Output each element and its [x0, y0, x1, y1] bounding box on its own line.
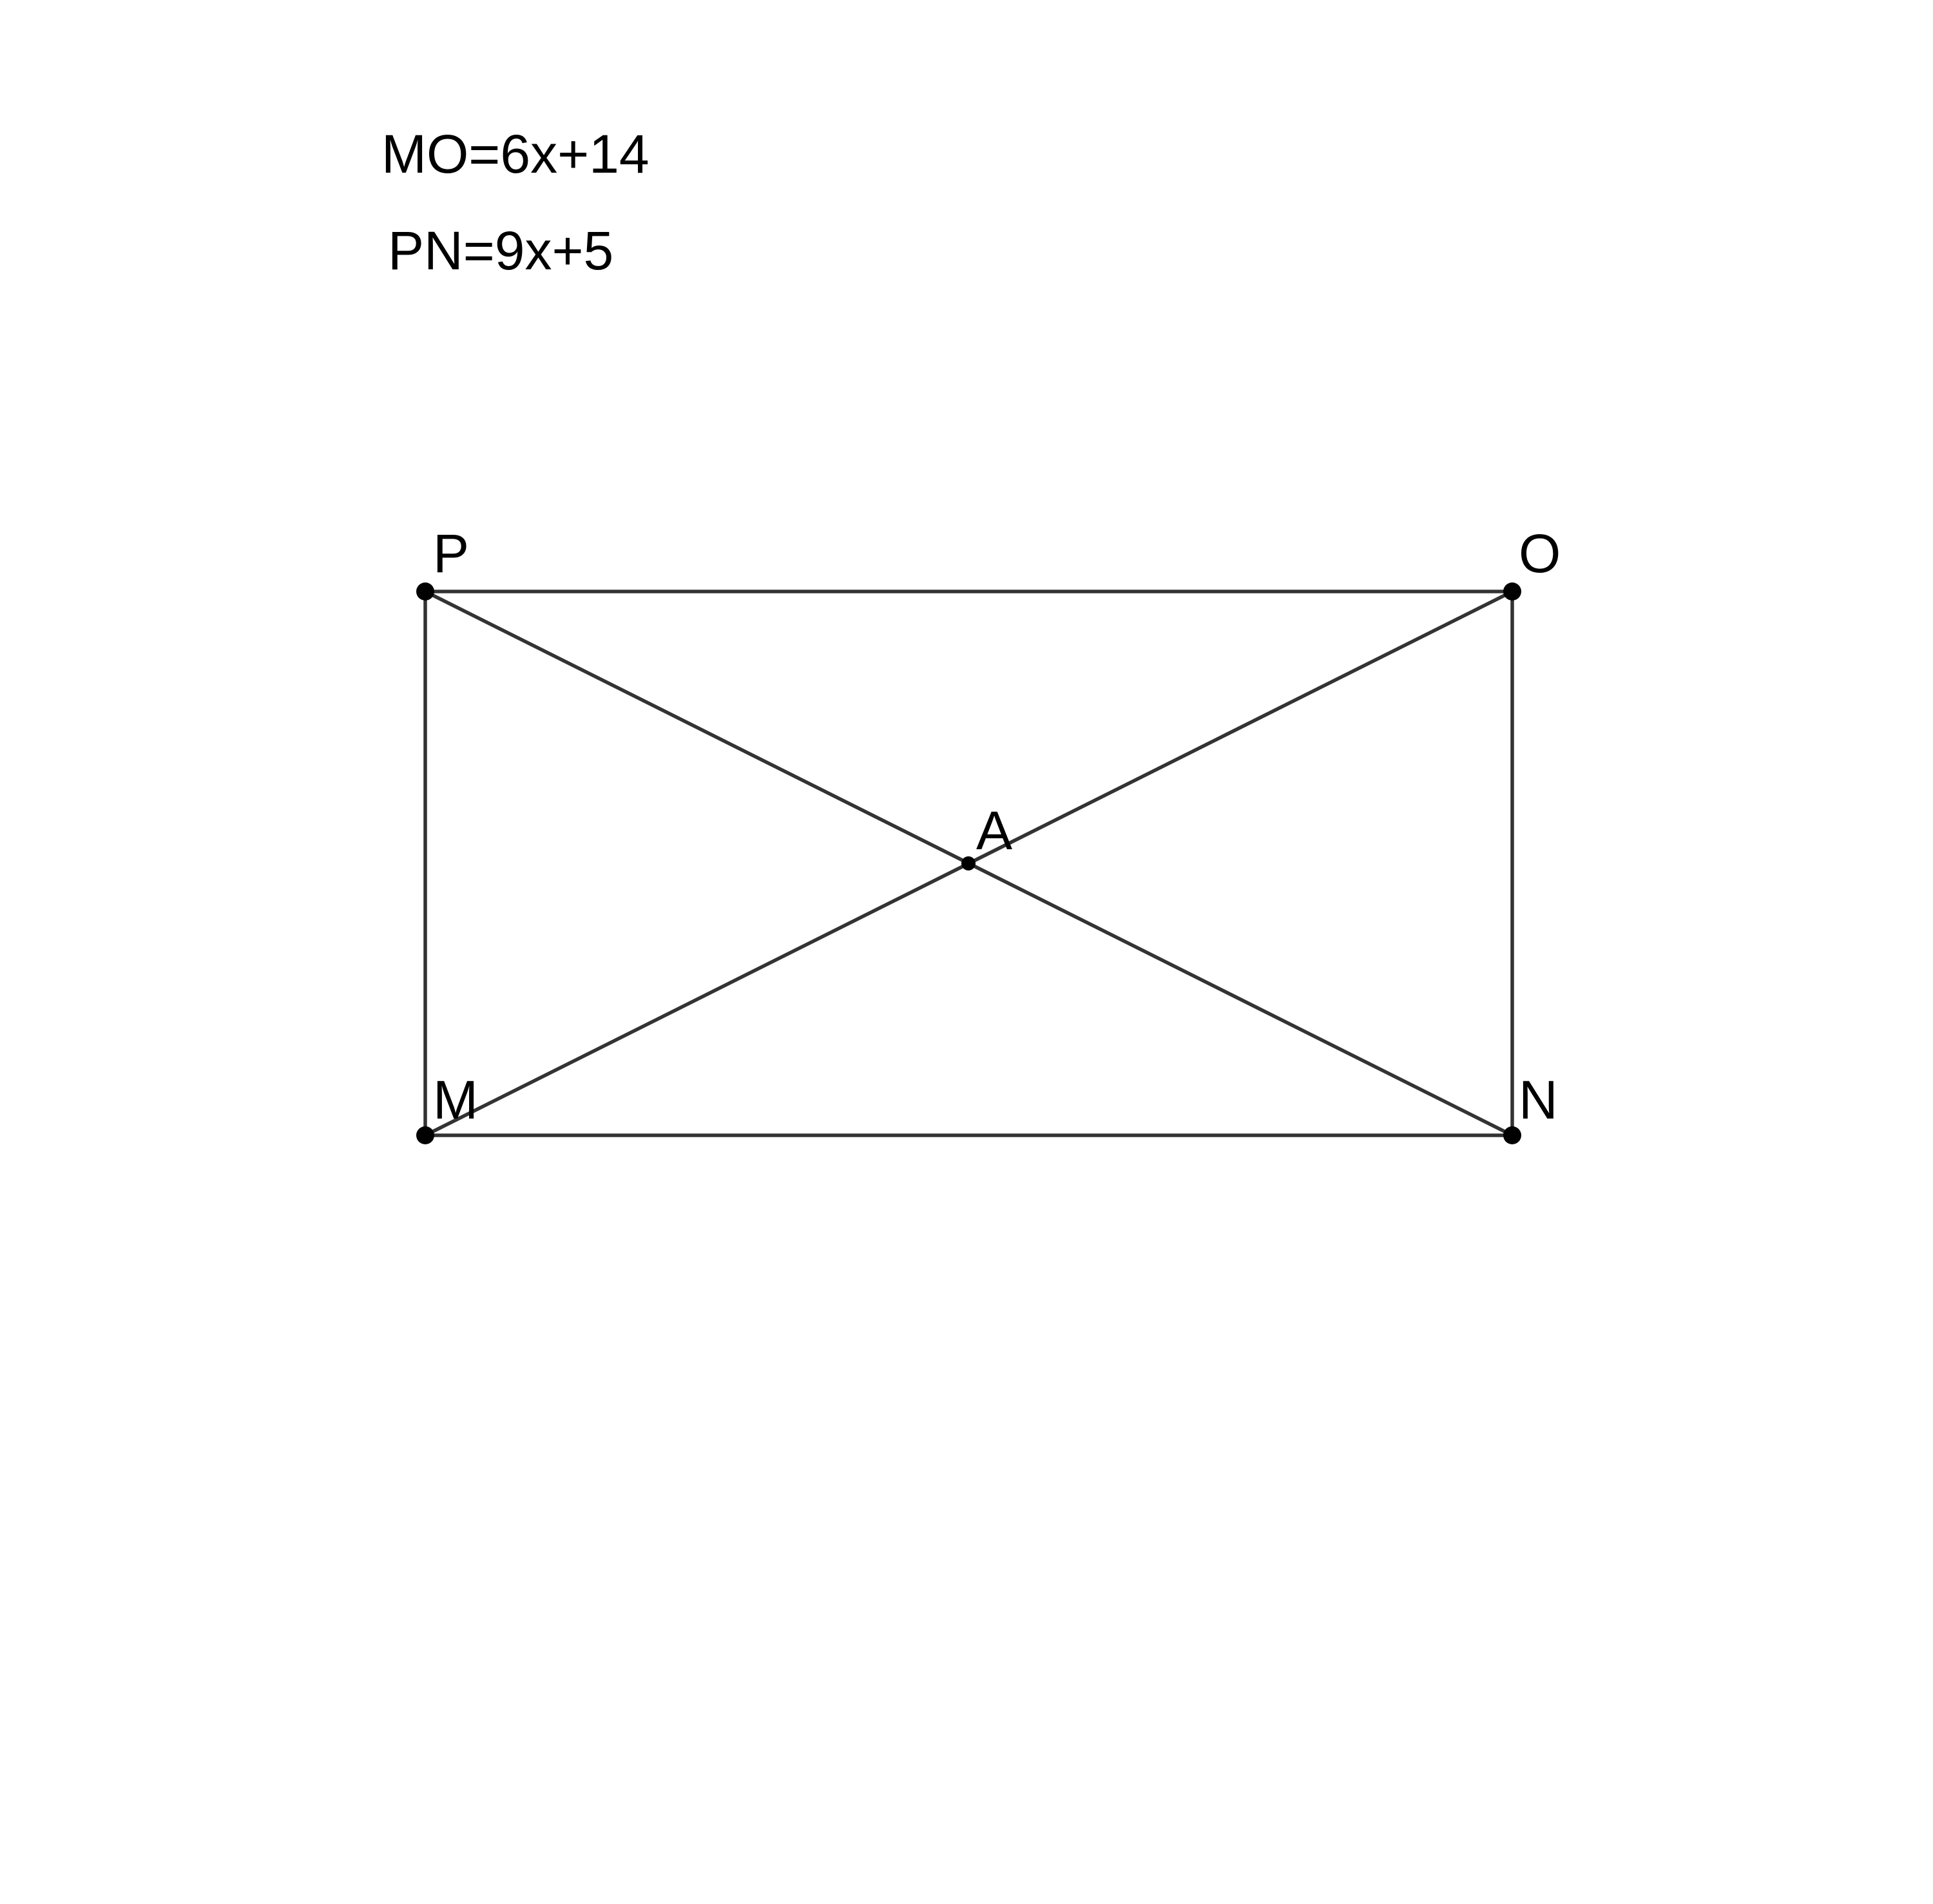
label-o: O — [1519, 523, 1561, 584]
given-mo-equation: MO=6x+14 — [381, 124, 649, 184]
label-p: P — [433, 523, 469, 584]
label-m: M — [433, 1070, 478, 1130]
point-p — [416, 582, 434, 601]
label-n: N — [1519, 1070, 1558, 1130]
point-n — [1503, 1126, 1521, 1144]
point-m — [416, 1126, 434, 1144]
given-pn-equation: PN=9x+5 — [388, 220, 613, 281]
point-a — [961, 856, 976, 870]
point-o — [1503, 582, 1521, 601]
label-a: A — [976, 800, 1012, 861]
